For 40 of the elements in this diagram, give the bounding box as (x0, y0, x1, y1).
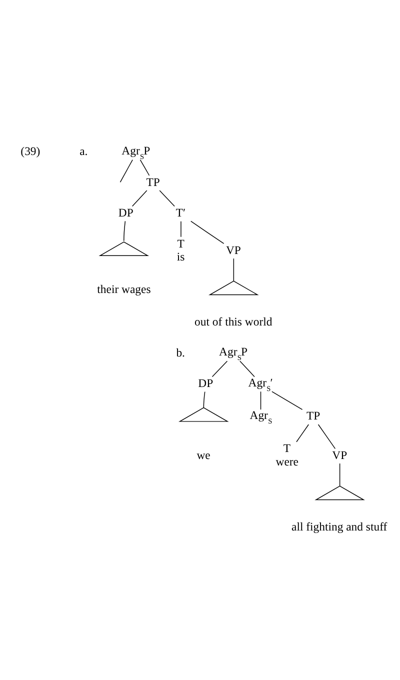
connector (318, 424, 336, 450)
connector (132, 190, 148, 207)
connector (140, 159, 150, 176)
node-text: T were (276, 442, 299, 468)
connector (233, 258, 234, 282)
connector (124, 220, 126, 242)
node-text: VP (226, 244, 241, 257)
node-text: VP (332, 448, 348, 462)
label: (39) (20, 145, 40, 158)
node-label: their wages (97, 283, 151, 296)
connector (212, 360, 228, 378)
node-text: T′ (176, 206, 186, 220)
node-text: DP (198, 377, 214, 390)
connector (180, 221, 182, 238)
node-label: we (196, 448, 210, 462)
connector (339, 463, 340, 486)
connector (120, 159, 133, 183)
node-triangle (98, 242, 150, 256)
connector (240, 360, 255, 378)
node-text: Agr$_{S}$P (219, 346, 248, 362)
connector (159, 190, 175, 207)
connector (203, 391, 206, 408)
node-text: Agr$_{S}$′ (248, 376, 273, 393)
label: b. (176, 346, 185, 360)
connector (272, 391, 303, 410)
node-text: DP (118, 206, 134, 220)
connector (296, 424, 309, 442)
node-label: out of this world (194, 316, 272, 329)
connector (260, 391, 262, 410)
node-text: TP (146, 176, 160, 189)
node-text: TP (306, 410, 320, 423)
connector (190, 220, 224, 244)
node-triangle (208, 280, 259, 296)
node-label: all fighting and stuff (291, 520, 388, 534)
node-text: T is (176, 237, 185, 264)
label: a. (80, 145, 88, 158)
node-text: Agr$_{S}$ (250, 408, 272, 426)
node-triangle (178, 407, 229, 422)
node-triangle (314, 486, 365, 500)
node-text: Agr$_{S}$P (122, 144, 150, 161)
